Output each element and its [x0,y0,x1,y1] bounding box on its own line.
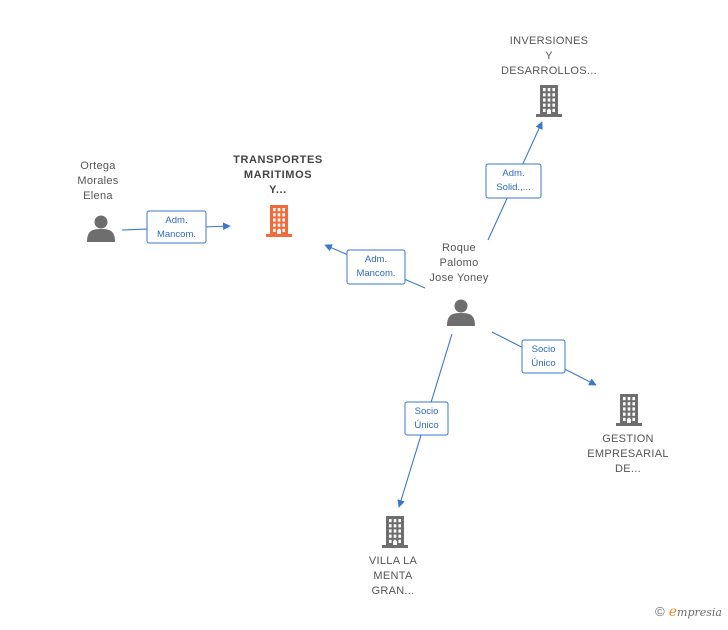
building-icon[interactable] [536,85,562,117]
edge-roque-inversiones[interactable]: Adm. Solid.,... [485,121,543,241]
edge-label-box[interactable] [521,339,566,374]
node-label-line[interactable]: Y [545,50,553,62]
edge-label-line: Mancom. [157,229,196,240]
node-label-line[interactable]: DE... [615,463,641,475]
brand-initial: e [668,604,678,620]
edge-label-line: Solid.,... [496,182,530,193]
edge-roque-transportes[interactable]: Adm. Mancom. [324,244,426,289]
node-label-line[interactable]: Elena [83,190,113,202]
node-label-line[interactable]: GRAN... [371,585,414,597]
node-label-line[interactable]: DESARROLLOS... [501,65,597,77]
node-label-line[interactable]: INVERSIONES [510,35,589,47]
copyright-symbol: © [655,604,665,619]
node-label-line[interactable]: Jose Yoney [429,272,488,284]
building-icon[interactable] [616,394,642,426]
node-label-line[interactable]: TRANSPORTES [233,154,323,166]
building-icon[interactable] [382,516,408,548]
person-icon[interactable] [447,299,475,327]
edge-label-line: Adm. [502,168,524,179]
node-label-line[interactable]: Morales [77,175,118,187]
edge-ortega-transportes[interactable]: Adm. Mancom. [121,210,231,244]
person-icon[interactable] [87,215,115,243]
brand-name: mpresia [677,606,722,619]
building-icon[interactable] [266,205,292,237]
node-transportes[interactable]: TRANSPORTES MARITIMOS Y... [233,154,323,237]
edge-label-line: Adm. [365,254,387,265]
node-label-line[interactable]: Palomo [439,257,478,269]
edge-label-line: Único [531,358,555,369]
node-label-line[interactable]: MARITIMOS [244,169,312,181]
edge-label-box[interactable] [346,249,406,285]
edge-label-box[interactable] [485,163,542,199]
node-label-line[interactable]: EMPRESARIAL [587,448,669,460]
node-label-line[interactable]: Roque [442,242,476,254]
node-label-line[interactable]: GESTION [602,433,654,445]
node-villa[interactable]: VILLA LA MENTA GRAN... [369,516,418,597]
edge-label-box[interactable] [146,210,207,244]
edge-label-line: Único [414,420,438,431]
node-gestion[interactable]: GESTION EMPRESARIAL DE... [587,394,669,475]
node-label-line[interactable]: Y... [269,184,287,196]
edge-label-line: Socio [532,344,556,355]
node-label-line[interactable]: Ortega [80,160,116,172]
empresia-logo[interactable]: ©empresia [655,604,722,620]
node-inversiones[interactable]: INVERSIONES Y DESARROLLOS... [501,35,597,117]
edge-label-box[interactable] [404,401,449,436]
edge-label-line: Socio [415,406,439,417]
edge-label-line: Mancom. [356,268,395,279]
edge-label-line: Adm. [165,215,187,226]
node-label-line[interactable]: VILLA LA [369,555,418,567]
node-label-line[interactable]: MENTA [373,570,413,582]
